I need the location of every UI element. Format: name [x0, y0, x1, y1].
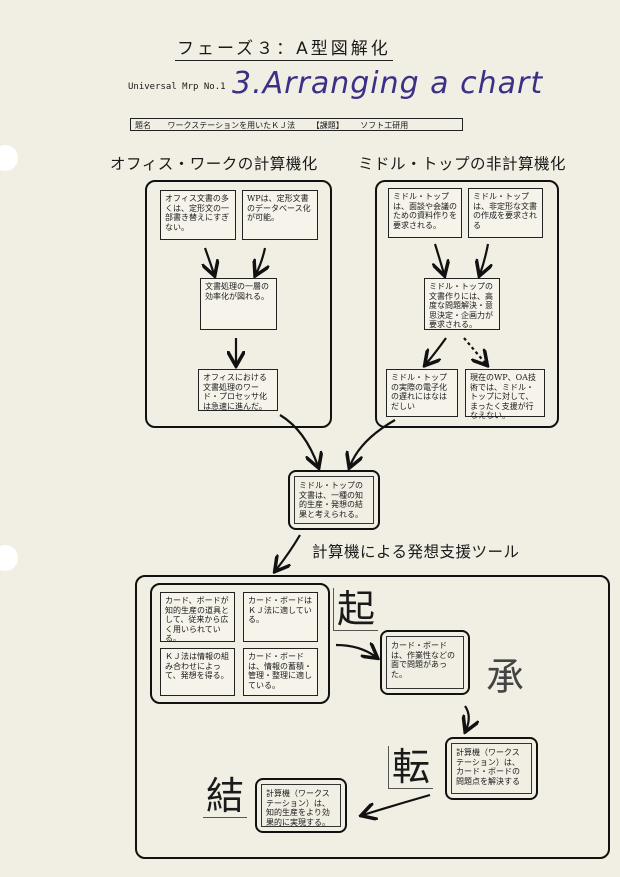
right-group: [375, 180, 559, 428]
sho-label: 承: [486, 655, 525, 699]
ten-label: 転: [388, 746, 434, 789]
card: ミドル・トップの実際の電子化の遅れにはなはだしい: [386, 369, 458, 417]
card: ミドル・トップは、面談や会議のための資料作りを要求される。: [388, 188, 462, 238]
ten-card: 計算機（ワークステーション）は、カード・ボードの問題点を解決する: [445, 737, 538, 800]
ki-card-text: カード・ボードは、作業性などの面で問題があった。: [386, 636, 464, 689]
card: オフィスにおける文書処理のワード・プロセッサ化は急速に進んだ。: [198, 369, 278, 411]
ki-label: 起: [333, 588, 379, 631]
arrow: [465, 705, 469, 730]
conclusion-text: ミドル・トップの文書は、一種の知的生産・発想の結果と考えられる。: [294, 476, 374, 524]
card: ミドル・トップの文書作りには、高度な問題解決・意思決定・企画力が要求される。: [424, 278, 500, 330]
arrow: [350, 419, 396, 466]
card: ミドル・トップは、非定形な文書の作成を要求される: [468, 188, 543, 238]
bottom-heading: 計算機による発想支援ツール: [312, 543, 520, 561]
ki-card: カード・ボードは、作業性などの面で問題があった。: [380, 630, 470, 695]
card: カード、ボードが知的生産の道具として、従来から広く用いられている。: [160, 592, 235, 643]
page-title: フェーズ３：A型図解化: [175, 34, 393, 61]
punch-hole: [0, 145, 18, 171]
handwritten-title: 3.Arranging a chart: [232, 66, 544, 101]
card: オフィス文書の多くは、定形文の一部書き替えにすぎない。: [160, 190, 236, 240]
arrow: [435, 243, 444, 274]
subject-box: 題名 ワークステーションを用いたＫＪ法 【課題】 ソフト工研用: [130, 118, 463, 131]
ketsu-card-text: 計算機（ワークステーション）は、知的生産をより効果的に実現する。: [261, 784, 341, 827]
ketsu-card: 計算機（ワークステーション）は、知的生産をより効果的に実現する。: [255, 778, 347, 833]
arrow: [335, 645, 376, 657]
arrow: [363, 793, 431, 815]
subject-tag: 【課題】: [311, 121, 344, 130]
arrow: [276, 534, 301, 570]
arrow: [426, 337, 447, 364]
right-heading: ミドル・トップの非計算機化: [358, 155, 567, 173]
arrow: [279, 414, 318, 466]
card: カード・ボードはＫＪ法に適している。: [243, 592, 318, 642]
ketsu-label: 結: [203, 775, 248, 818]
card: 現在のWP、OA技術では、ミドル・トップに対して、まったく支援が行なえない。: [465, 369, 545, 420]
subject-label: 題名: [135, 121, 151, 130]
left-heading: オフィス・ワークの計算機化: [110, 155, 318, 173]
subject-text: ワークステーションを用いたＫＪ法: [167, 121, 296, 130]
conclusion-card: ミドル・トップの文書は、一種の知的生産・発想の結果と考えられる。: [288, 470, 380, 530]
universal-map-label: Universal Mrp No.1: [128, 82, 226, 92]
card: WPは、定形文書のデータベース化が可能。: [242, 190, 318, 240]
left-group: [145, 180, 332, 428]
subject-org: ソフト工研用: [360, 121, 409, 130]
card: 文書処理の一層の効率化が図れる。: [200, 278, 277, 330]
arrow: [463, 337, 486, 364]
card-group: [150, 583, 330, 704]
bottom-group: [135, 575, 610, 859]
card: カード・ボードは、情報の蓄積・管理・整理に適している。: [243, 648, 318, 696]
punch-hole: [0, 545, 18, 571]
arrow: [205, 247, 214, 274]
arrow: [480, 243, 488, 274]
arrow: [256, 247, 265, 274]
card: ＫＪ法は情報の組み合わせによって、発想を得る。: [160, 648, 235, 696]
ten-card-text: 計算機（ワークステーション）は、カード・ボードの問題点を解決する: [451, 743, 532, 794]
